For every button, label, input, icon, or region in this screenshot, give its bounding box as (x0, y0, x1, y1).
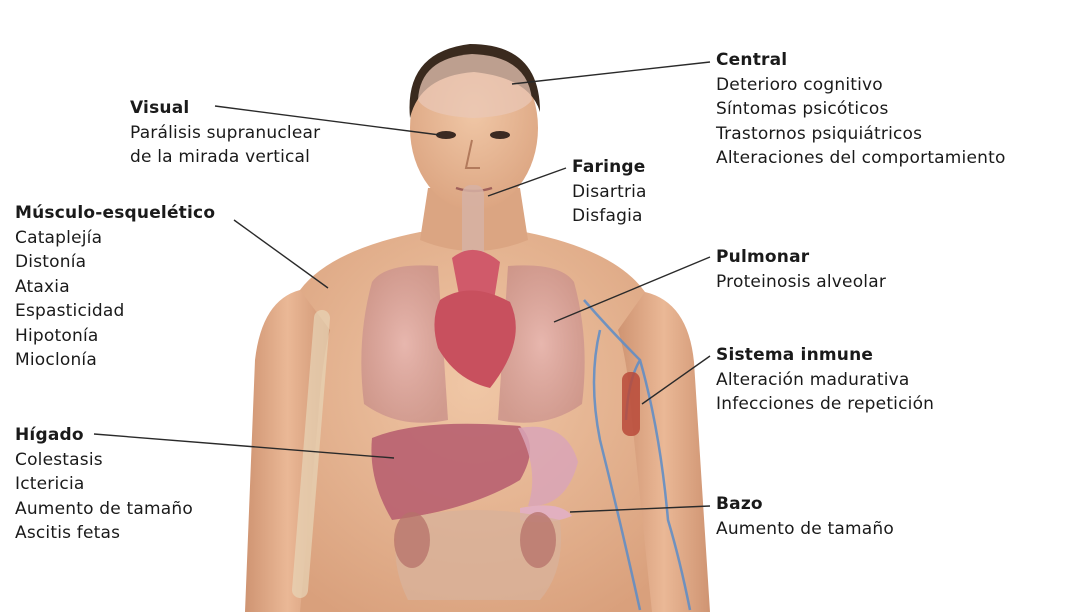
leader-central (512, 62, 710, 84)
lung-right (361, 265, 448, 422)
callout-title: Faringe (572, 155, 647, 180)
callout-item: Infecciones de repetición (716, 392, 934, 417)
callout-item: Mioclonía (15, 348, 215, 373)
callout-title: Sistema inmune (716, 343, 934, 368)
callout-item: Ataxia (15, 275, 215, 300)
callout-musculo-esqueletico: Músculo-esquelético Cataplejía Distonía … (15, 201, 215, 373)
callout-visual: Visual Parálisis supranuclear de la mira… (130, 96, 320, 170)
callout-item: Trastornos psiquiátricos (716, 122, 1006, 147)
callout-pulmonar: Pulmonar Proteinosis alveolar (716, 245, 886, 294)
kidney-left (394, 512, 430, 568)
callout-title: Visual (130, 96, 320, 121)
callout-item: Colestasis (15, 448, 193, 473)
callout-sistema-inmune: Sistema inmune Alteración madurativa Inf… (716, 343, 934, 417)
eye-right (490, 131, 510, 139)
callout-item: Distonía (15, 250, 215, 275)
callout-item: Proteinosis alveolar (716, 270, 886, 295)
callout-item: Ascitis fetas (15, 521, 193, 546)
callout-title: Central (716, 48, 1006, 73)
callout-item: Aumento de tamaño (716, 517, 894, 542)
callout-item: Síntomas psicóticos (716, 97, 1006, 122)
callout-item: Disartria (572, 180, 647, 205)
callout-title: Músculo-esquelético (15, 201, 215, 226)
callout-item: Alteración madurativa (716, 368, 934, 393)
callout-item: de la mirada vertical (130, 145, 320, 170)
callout-faringe: Faringe Disartria Disfagia (572, 155, 647, 229)
callout-central: Central Deterioro cognitivo Síntomas psi… (716, 48, 1006, 171)
leader-musculo (234, 220, 328, 288)
callout-item: Espasticidad (15, 299, 215, 324)
callout-title: Hígado (15, 423, 193, 448)
callout-item: Disfagia (572, 204, 647, 229)
callout-item: Cataplejía (15, 226, 215, 251)
callout-title: Pulmonar (716, 245, 886, 270)
callout-item: Aumento de tamaño (15, 497, 193, 522)
callout-higado: Hígado Colestasis Ictericia Aumento de t… (15, 423, 193, 546)
callout-title: Bazo (716, 492, 894, 517)
callout-item: Parálisis supranuclear (130, 121, 320, 146)
callout-bazo: Bazo Aumento de tamaño (716, 492, 894, 541)
bone-marrow (622, 372, 640, 436)
callout-item: Ictericia (15, 472, 193, 497)
callout-item: Hipotonía (15, 324, 215, 349)
callout-item: Alteraciones del comportamiento (716, 146, 1006, 171)
kidney-right (520, 512, 556, 568)
callout-item: Deterioro cognitivo (716, 73, 1006, 98)
